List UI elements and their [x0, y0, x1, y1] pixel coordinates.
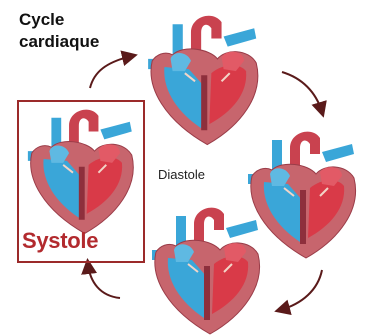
systole-label: Systole: [22, 228, 98, 254]
diastole-label: Diastole: [158, 167, 205, 182]
heart-top-icon: [148, 16, 258, 145]
heart-right-icon: [248, 132, 356, 258]
title-line-2: cardiaque: [19, 33, 99, 50]
cycle-arrow-bottom-left: [88, 264, 120, 298]
cycle-arrow-top-left: [90, 56, 132, 88]
cycle-arrow-top-right: [282, 72, 322, 112]
heart-bottom-icon: [152, 208, 260, 334]
cycle-arrow-bottom-right: [280, 270, 322, 310]
title-line-1: Cycle: [19, 11, 64, 28]
